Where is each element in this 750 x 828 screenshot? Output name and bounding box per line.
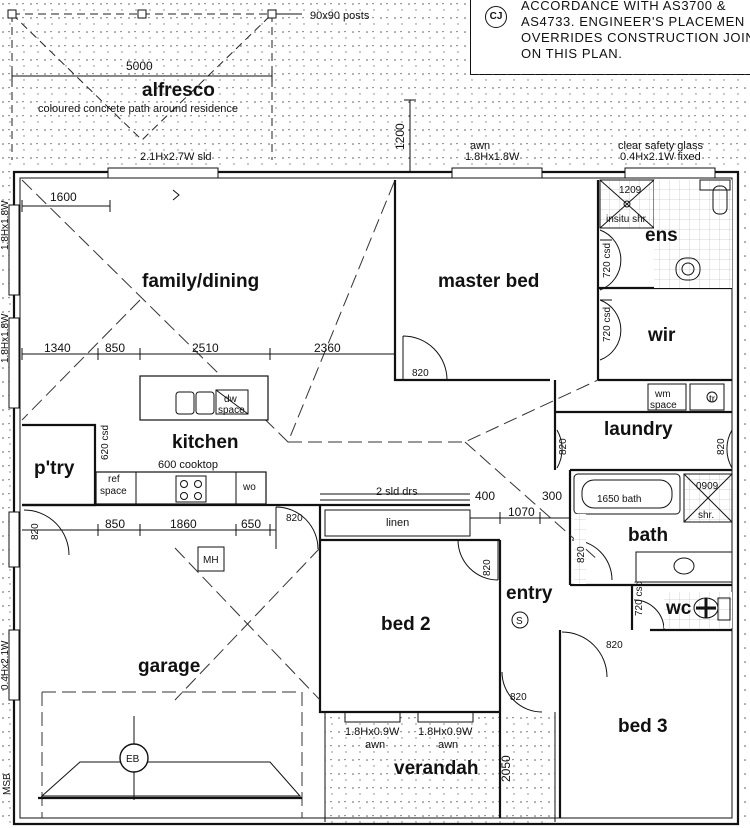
awning-label: awn xyxy=(470,140,490,152)
ref-space-label: space xyxy=(100,486,127,497)
mh-label: MH xyxy=(203,555,219,566)
room-laundry: laundry xyxy=(604,419,673,440)
insitu-shower-label: insitu shr. xyxy=(606,214,648,225)
kitchen-island xyxy=(139,375,269,421)
verandah-window-1: 1.8Hx0.9W xyxy=(345,726,400,738)
linen-label: linen xyxy=(386,517,409,529)
alfresco-paving xyxy=(0,0,470,168)
posts-label: 90x90 posts xyxy=(310,10,370,22)
dim-1860: 1860 xyxy=(170,517,197,531)
dim-5000: 5000 xyxy=(126,59,153,73)
room-pantry: p'try xyxy=(34,458,75,479)
door-width-wc: 720 csd xyxy=(634,581,645,616)
dim-2050: 2050 xyxy=(499,755,513,782)
master-window-label: 1.8Hx1.8W xyxy=(465,151,520,163)
door-width-bed3: 820 xyxy=(606,640,623,651)
room-master-bed: master bed xyxy=(438,271,539,292)
dim-1340: 1340 xyxy=(44,341,71,355)
left-window-2: 1.8Hx1.8W xyxy=(0,313,11,363)
room-entry: entry xyxy=(506,583,553,604)
dim-300: 300 xyxy=(542,489,562,503)
door-width-master: 820 xyxy=(412,368,429,379)
cooktop-label: 600 cooktop xyxy=(158,459,218,471)
room-bed-2: bed 2 xyxy=(381,614,431,635)
verandah-awn-2: awn xyxy=(438,739,458,751)
room-ensuite: ens xyxy=(645,225,678,246)
room-bed-3: bed 3 xyxy=(618,716,668,737)
door-width-bed2: 820 xyxy=(482,559,493,576)
room-garage: garage xyxy=(138,656,200,677)
construction-note-box: CJ ACCORDANCE WITH AS3700 & AS4733. ENGI… xyxy=(470,0,750,75)
wir-door-label: 720 csd xyxy=(602,307,613,342)
verandah-awn-1: awn xyxy=(365,739,385,751)
trough-label: tr xyxy=(709,394,716,405)
room-alfresco: alfresco xyxy=(142,80,215,101)
door-width-garage: 820 xyxy=(286,513,303,524)
door-width-bath: 820 xyxy=(576,546,587,563)
note-line: AS4733. ENGINEER'S PLACEMEN xyxy=(521,14,745,29)
note-text: ACCORDANCE WITH AS3700 & AS4733. ENGINEE… xyxy=(521,0,750,62)
bath-shower-size: 0909 xyxy=(696,481,719,492)
path-paving xyxy=(470,74,750,168)
dim-400: 400 xyxy=(475,489,495,503)
bath-shower-label: shr. xyxy=(698,510,714,521)
room-family-dining: family/dining xyxy=(142,271,259,292)
left-window-1: 1.8Hx1.8W xyxy=(0,200,11,250)
left-window-3: 0.4Hx2.1W xyxy=(0,640,11,690)
dim-2360: 2360 xyxy=(314,341,341,355)
safety-glass-label: clear safety glass xyxy=(618,140,703,152)
door-width-laundry: 820 xyxy=(558,438,569,455)
dim-850-bottom: 850 xyxy=(105,517,125,531)
dw-space-label: space xyxy=(218,405,245,416)
wm-space-label: space xyxy=(650,400,677,411)
eb-label: EB xyxy=(126,754,140,765)
room-verandah: verandah xyxy=(394,758,478,779)
room-wir: wir xyxy=(647,325,676,346)
door-width-garage-side: 820 xyxy=(30,523,41,540)
dim-1200: 1200 xyxy=(393,123,407,150)
bath-label: 1650 bath xyxy=(597,494,642,505)
room-bath: bath xyxy=(628,525,668,546)
msb-label: MSB xyxy=(2,773,13,795)
ensuite-window-label: 0.4Hx2.1W fixed xyxy=(620,151,701,163)
alfresco-slider-label: 2.1Hx2.7W sld xyxy=(140,151,212,163)
dim-2510: 2510 xyxy=(192,341,219,355)
alfresco-note: coloured concrete path around residence xyxy=(38,103,238,115)
dw-label: dw xyxy=(224,394,238,405)
room-wc: wc xyxy=(665,598,692,619)
kitchen-bench xyxy=(95,471,267,505)
linen-cupboard xyxy=(324,509,471,537)
wm-label: wm xyxy=(654,389,671,400)
shower-size-label: 1209 xyxy=(619,185,642,196)
ref-label: ref xyxy=(108,474,120,485)
dim-1600: 1600 xyxy=(50,190,77,204)
room-kitchen: kitchen xyxy=(172,432,239,453)
verandah-paving xyxy=(325,712,555,828)
dim-1070: 1070 xyxy=(508,505,535,519)
note-line: ACCORDANCE WITH AS3700 & xyxy=(521,0,727,13)
sliding-doors-label: 2 sld drs xyxy=(376,486,418,498)
door-width-entry: 820 xyxy=(510,692,527,703)
smoke-detector-label: S xyxy=(516,616,523,627)
dim-650: 650 xyxy=(241,517,261,531)
note-line: ON THIS PLAN. xyxy=(521,46,623,61)
pantry-door-label: 620 csd xyxy=(100,425,111,460)
note-badge: CJ xyxy=(485,6,507,28)
verandah-window-2: 1.8Hx0.9W xyxy=(418,726,473,738)
note-line: OVERRIDES CONSTRUCTION JOIN xyxy=(521,30,750,45)
dim-850-top: 850 xyxy=(105,341,125,355)
door-width-laundry-ext: 820 xyxy=(716,438,727,455)
right-path-paving xyxy=(738,168,750,828)
ens-door-label: 720 csd xyxy=(602,243,613,278)
wall-oven-label: wo xyxy=(242,482,256,493)
